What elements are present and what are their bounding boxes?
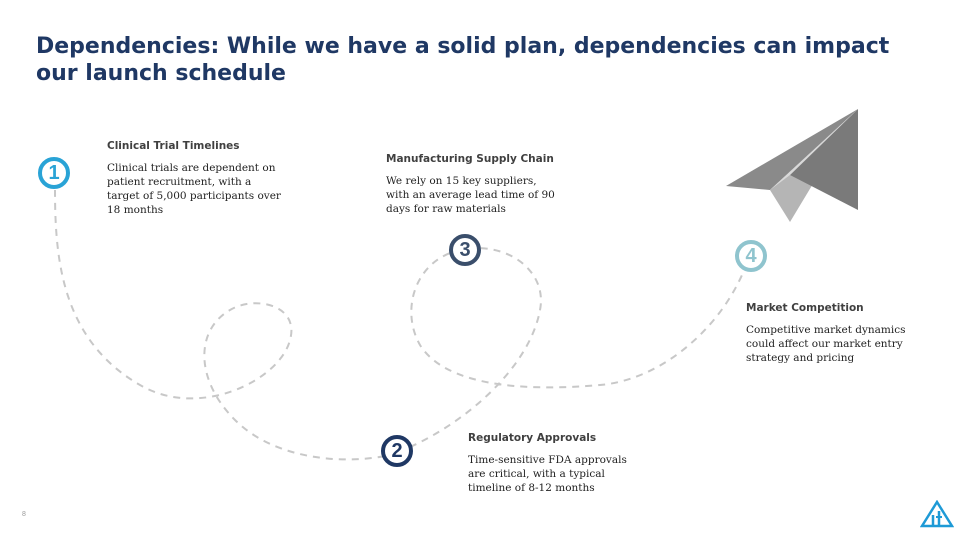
step-1-marker: 1 (38, 157, 70, 189)
step-3-card: Manufacturing Supply Chain We rely on 15… (386, 153, 561, 216)
step-4-text: Competitive market dynamics could affect… (746, 324, 906, 364)
step-2-text: Time-sensitive FDA approvals are critica… (468, 454, 627, 494)
step-3-text: We rely on 15 key suppliers, with an ave… (386, 175, 555, 215)
step-4-card: Market Competition Competitive market dy… (746, 302, 926, 365)
step-1-card: Clinical Trial Timelines Clinical trials… (107, 140, 282, 217)
triangle-logo-icon (920, 500, 954, 528)
step-1-text: Clinical trials are dependent on patient… (107, 162, 281, 216)
step-1-heading: Clinical Trial Timelines (107, 140, 240, 152)
step-4-marker: 4 (735, 240, 767, 272)
slide-title: Dependencies: While we have a solid plan… (36, 34, 890, 86)
step-2-marker: 2 (381, 435, 413, 467)
step-2-card: Regulatory Approvals Time-sensitive FDA … (468, 432, 643, 495)
paper-plane-icon (726, 109, 858, 222)
page-number: 8 (22, 511, 26, 518)
step-2-heading: Regulatory Approvals (468, 432, 597, 444)
step-3-heading: Manufacturing Supply Chain (386, 153, 554, 165)
step-3-marker: 3 (449, 234, 481, 266)
step-4-heading: Market Competition (746, 302, 864, 314)
